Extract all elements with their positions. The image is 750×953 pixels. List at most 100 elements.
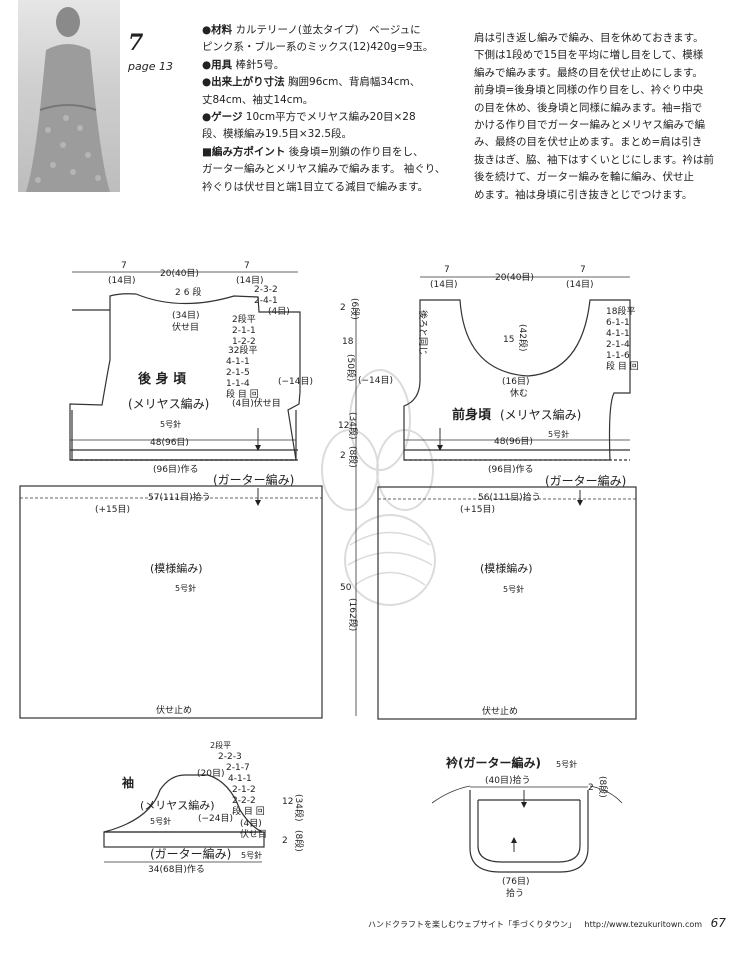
collar-label: 衿(ガーター編み): [446, 755, 541, 770]
instruction-line: 段、模様編み19.5目×32.5段。: [202, 128, 353, 141]
back-arm-dec: 2-1-5: [226, 368, 250, 378]
instruction-line: ●ゲージ 10cm平方でメリヤス編み20目×28: [202, 111, 416, 124]
back-shoulder-left-st: (14目): [108, 275, 135, 286]
back-shoulder-left-dim: 7: [121, 261, 127, 271]
sleeve-dec: 2-1-2: [232, 785, 256, 795]
front-skirt-increase: (+15目): [460, 504, 495, 515]
front-neck-dec: 2-1-4: [606, 340, 630, 350]
back-neck-dec: 1-2-2: [232, 337, 256, 347]
back-neck-width: 20(40目): [160, 268, 199, 279]
front-cast-on: (96目)作る: [488, 463, 533, 475]
front-neck-depth-rows: (42段): [517, 324, 529, 351]
sleeve-dec: 2段平: [210, 740, 231, 750]
back-shoulder-dec: 2-3-2: [254, 285, 278, 295]
back-arm-change: (−14目): [278, 376, 313, 387]
sleeve-stitch: (メリヤス編み): [140, 798, 215, 812]
dress-figure: [26, 7, 110, 192]
sleeve-top: (20目): [197, 768, 224, 779]
back-neck-dec: 2-1-1: [232, 326, 256, 336]
back-arm-dec: 32段平: [228, 344, 257, 356]
back-neck-bind: (34目): [172, 310, 199, 321]
back-needle: 5号針: [160, 419, 181, 429]
instruction-line: ガーター編みとメリヤス編みで編みます。 袖ぐり、: [202, 163, 446, 176]
front-neck-rest: (16目): [502, 376, 529, 387]
dim-garter-rows: (8段): [347, 446, 359, 468]
instruction-line: 下側は1段めで15目を平均に増し目をして、模様: [474, 49, 704, 62]
instruction-line: の目を休め、後身頃と同様に編みます。袖=指で: [474, 101, 703, 114]
front-neck-dec: 4-1-1: [606, 329, 630, 339]
page-reference: page 13: [128, 60, 173, 73]
instruction-line: かける作り目でガーター編みとメリヤス編みで編: [474, 119, 705, 132]
sleeve-cap-rows: (34段): [293, 794, 305, 821]
dim-skirt: 50: [340, 583, 352, 593]
collar-height-rows: (8段): [597, 776, 609, 798]
front-neck-rest2: 休む: [510, 387, 528, 399]
front-shoulder-left-dim: 7: [444, 265, 450, 275]
sleeve-dec: 2-2-2: [232, 796, 256, 806]
front-neck-dec: 1-1-6: [606, 351, 630, 361]
back-width: 48(96目): [150, 437, 189, 448]
front-skirt-bindoff: 伏せ止め: [482, 705, 518, 717]
sleeve-cast-on: 34(68目)作る: [148, 863, 205, 875]
instruction-line: み、最終の目を伏せ止めます。まとめ=肩は引き: [474, 136, 703, 149]
front-skirt-needle: 5号針: [503, 584, 524, 594]
instruction-line: 抜きはぎ、脇、袖下はすくいとじにします。衿は前: [474, 153, 714, 166]
front-skirt: 56(111目)拾う (+15目) (模様編み) 5号針 伏せ止め: [377, 486, 637, 720]
instructions-right: 肩は引き返し編みで編み、目を休めておきます。 下側は1段めで15目を平均に増し目…: [474, 30, 724, 204]
back-arm-bind: (4目)伏せ目: [232, 397, 281, 409]
instruction-line: ■編み方ポイント 後身頃=別鎖の作り目をし、: [202, 145, 424, 158]
collar-pickup-front2: 拾う: [506, 887, 524, 899]
instruction-line: 後を続けて、ガーター編みを輪に編み、伏せ止: [474, 171, 694, 184]
sleeve-bind: (4目): [240, 818, 262, 829]
back-arm-dec: 1-1-4: [226, 379, 250, 389]
page-number: 67: [710, 916, 726, 930]
instruction-line: ●材料 カルテリーノ(並太タイプ) ベージュに: [202, 24, 421, 36]
footer: ハンドクラフトを楽しむウェブサイト「手づくりタウン」 http://www.te…: [368, 916, 726, 930]
back-arm-dec: 4-1-1: [226, 357, 250, 367]
dim-skirt-rows: (162段): [347, 598, 359, 631]
back-shoulder-dec: (4目): [268, 306, 290, 317]
front-needle: 5号針: [548, 429, 569, 439]
sleeve-dec: 2-1-7: [226, 763, 250, 773]
front-shoulder-left-st: (14目): [430, 279, 457, 290]
front-neck-depth: 15: [503, 335, 514, 345]
front-arm-change: (−14目): [358, 375, 393, 386]
dress-photo: [18, 0, 120, 192]
pattern-number: 7: [128, 30, 144, 56]
sleeve-dec: 4-1-1: [228, 774, 252, 784]
sleeve: 袖 (20目) (メリヤス編み) 5号針 (−24目) 2段平 2-2-3 2-…: [103, 740, 305, 875]
dim-armhole: 18: [342, 337, 354, 347]
front-stitch: (メリヤス編み): [500, 407, 581, 422]
back-cast-on: (96目)作る: [153, 463, 198, 475]
instruction-line: 前身頃=後身頃と同様の作り目をし、衿ぐり中央: [474, 84, 704, 97]
back-skirt-bindoff: 伏せ止め: [156, 704, 192, 716]
back-neck-bind2: 伏せ目: [172, 321, 199, 333]
dim-armhole-rows: (50段): [345, 354, 357, 381]
instruction-line: ●出来上がり寸法 胸囲96cm、背肩幅34cm、: [202, 76, 421, 89]
instructions-left: ●材料 カルテリーノ(並太タイプ) ベージュに ピンク系・ブルー系のミックス(1…: [202, 22, 452, 196]
instruction-line: 丈84cm、袖丈14cm。: [202, 93, 314, 106]
front-width: 48(96目): [494, 436, 533, 447]
back-title: 後 身 頃: [138, 371, 187, 387]
back-skirt-increase: (+15目): [95, 504, 130, 515]
footer-url[interactable]: http://www.tezukuritown.com: [584, 920, 703, 929]
front-title: 前身頃: [452, 407, 492, 423]
instruction-line: 衿ぐりは伏せ目と端1目立てる減目で編みます。: [202, 180, 429, 193]
back-skirt: 57(111目)拾う (+15目) (模様編み) 5号針 伏せ止め: [19, 485, 323, 719]
front-neck-side: 後ろと同じ: [417, 310, 429, 355]
back-neck-dec: 2段平: [232, 313, 256, 325]
sleeve-needle: 5号針: [150, 816, 171, 826]
instruction-line: めます。袖は身頃に引き抜きとじでつけます。: [474, 188, 693, 201]
back-arm-dec: 段 目 回: [226, 388, 259, 400]
footer-text: ハンドクラフトを楽しむウェブサイト「手づくりタウン」: [368, 920, 576, 929]
dim-top-rows-st: (6段): [349, 298, 361, 320]
sleeve-label: 袖: [122, 775, 134, 790]
dim-top-rows: 2: [340, 303, 346, 313]
collar-needle: 5号針: [556, 759, 577, 769]
dim-garter: 2: [340, 451, 346, 461]
sleeve-dec: 2-2-3: [218, 752, 242, 762]
instruction-line: ピンク系・ブルー系のミックス(12)420g=9玉。: [202, 41, 434, 54]
sleeve-garter-rows: (8段): [293, 830, 305, 852]
sleeve-dec: 段 目 回: [232, 805, 265, 817]
